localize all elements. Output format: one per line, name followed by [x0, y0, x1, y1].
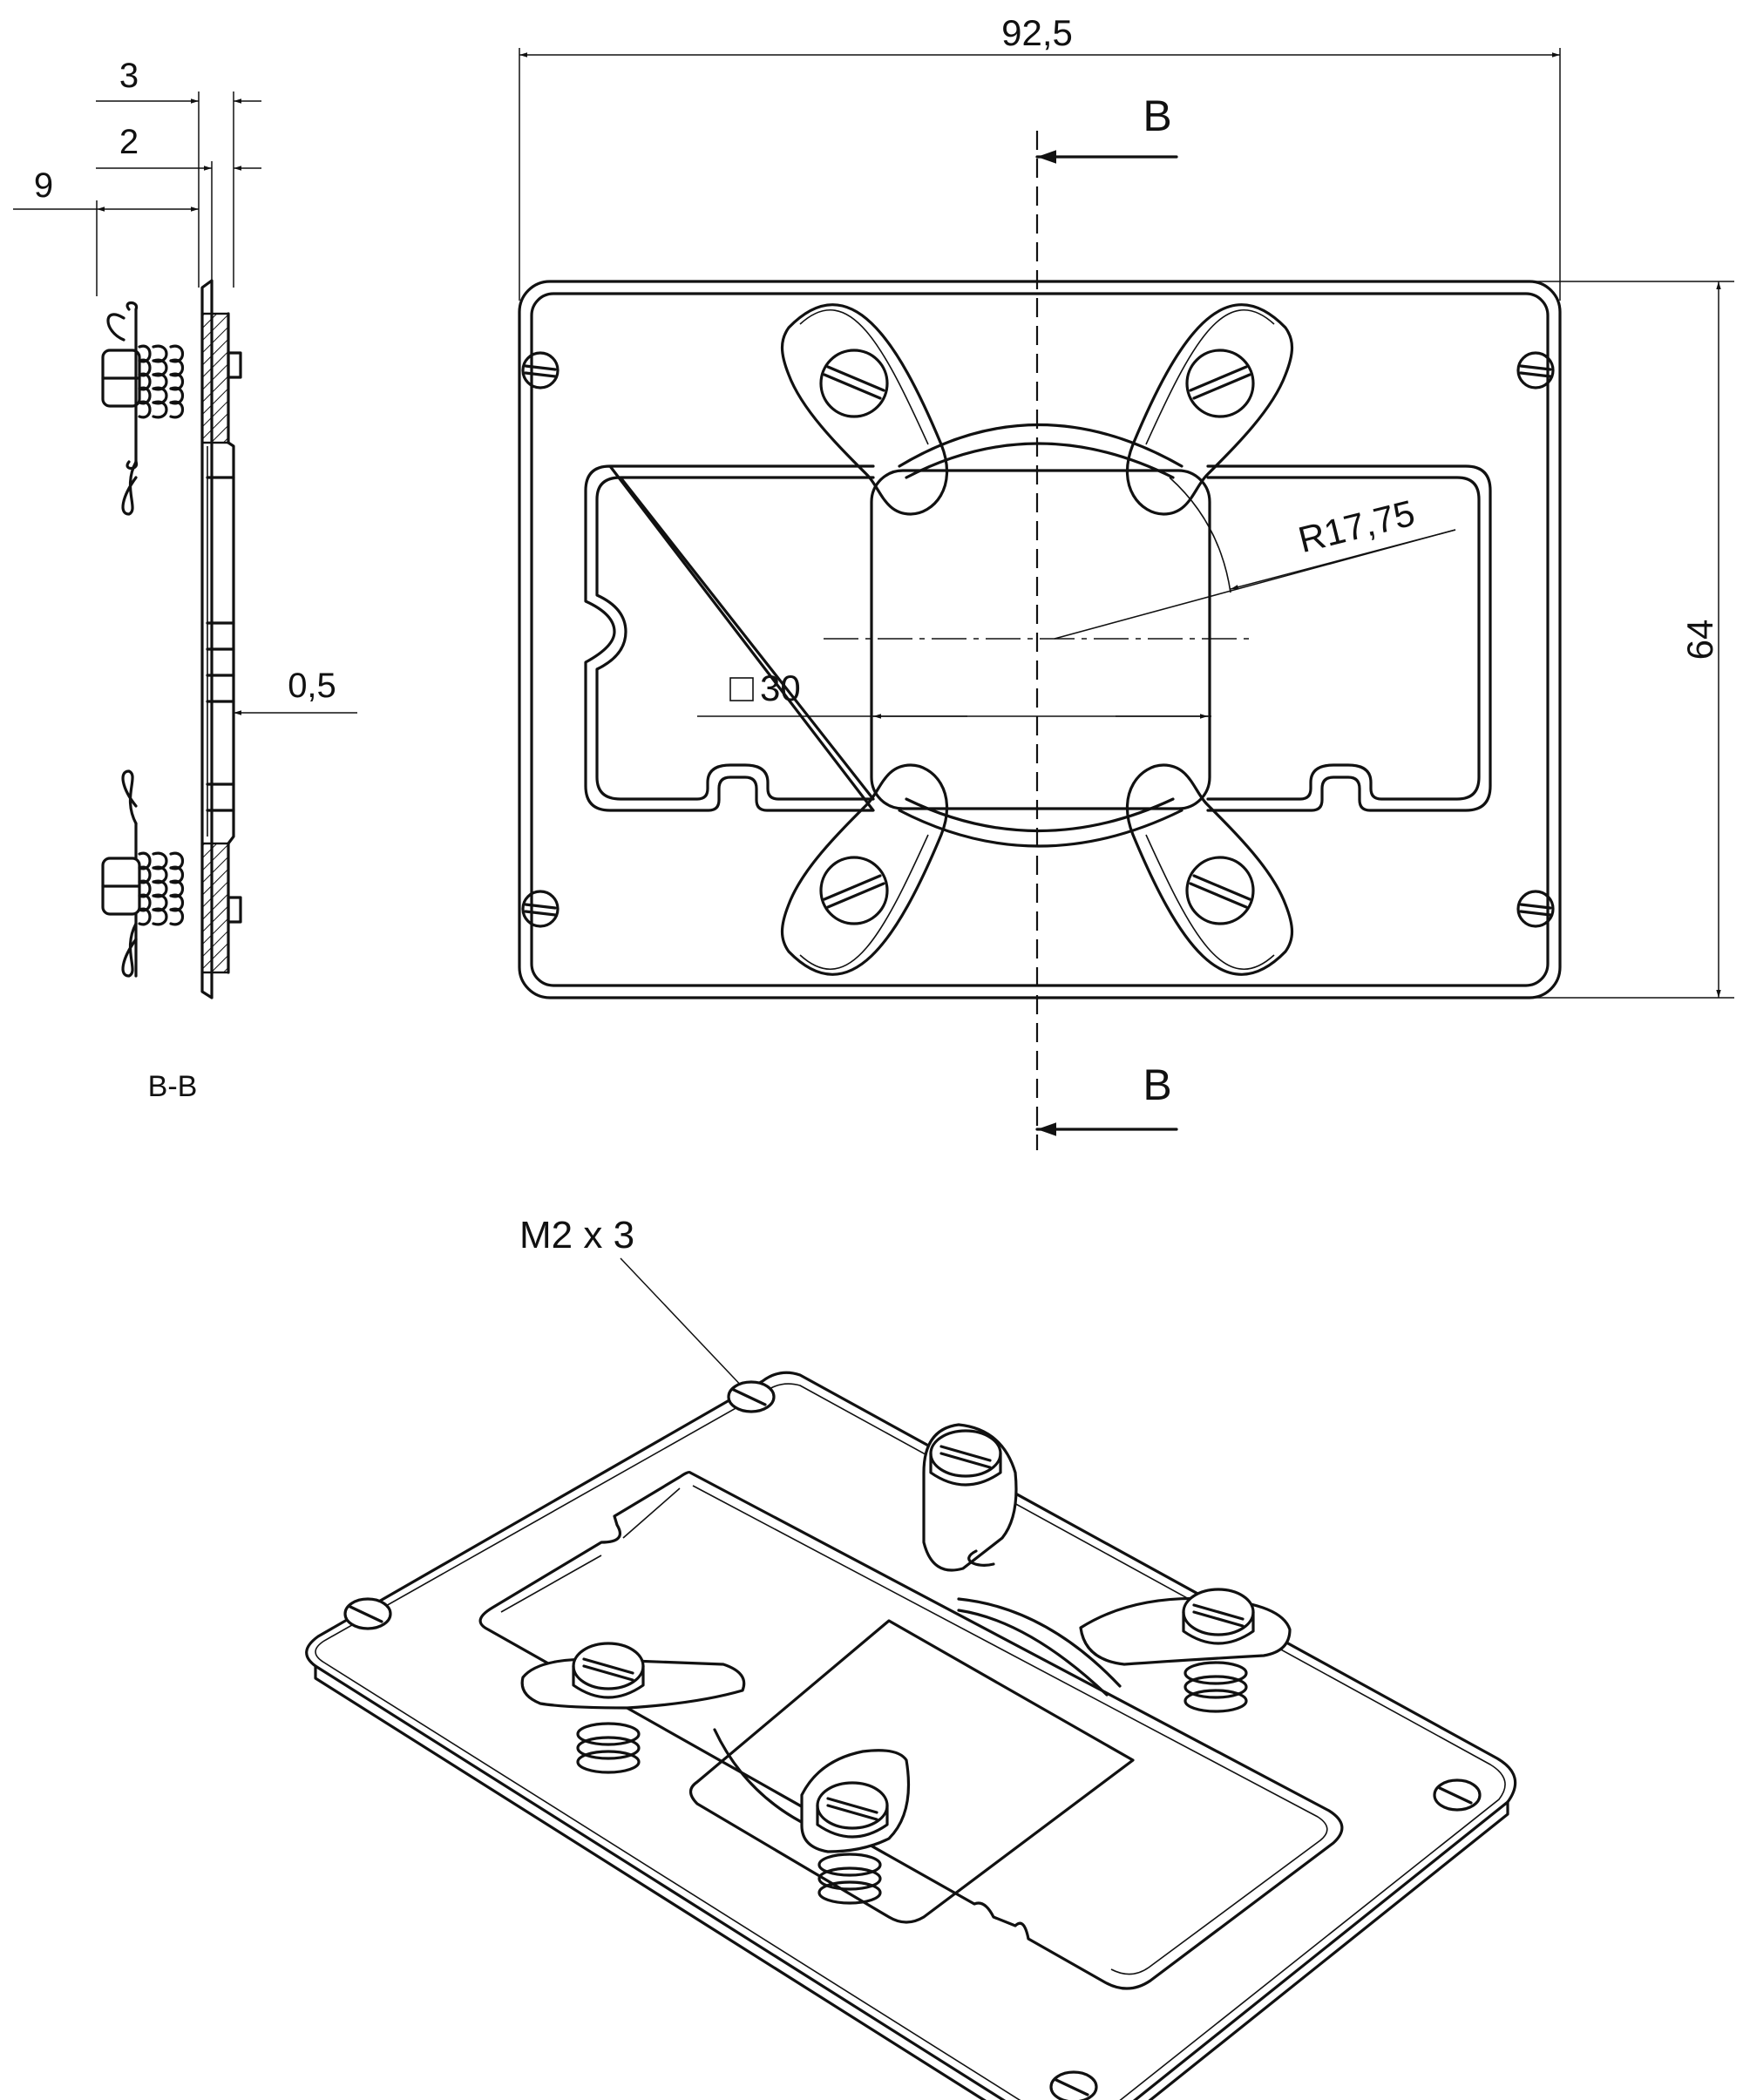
clamp-top-right [1125, 303, 1294, 516]
dim-side-0-5: 0,5 [288, 667, 336, 705]
dim-square: 30 [760, 667, 801, 708]
section-label: B-B [148, 1070, 198, 1103]
clamp-bottom-right [1125, 763, 1294, 976]
corner-screw-bottom-right [1516, 890, 1555, 928]
callout-screw: M2 x 3 [519, 1214, 634, 1257]
dim-side-3: 3 [119, 57, 139, 95]
section-mark-top-label: B [1143, 91, 1171, 140]
section-mark-top: B [1035, 91, 1178, 164]
dim-radius: R17,75 [1294, 492, 1419, 560]
iso-clamp-right [1079, 1588, 1292, 1713]
isometric-view: M2 x 3 [305, 1214, 1517, 2100]
dim-side-2: 2 [119, 123, 139, 161]
section-mark-bottom-label: B [1143, 1060, 1171, 1109]
corner-screw-bottom-left [521, 890, 560, 928]
corner-screw-top-right [1516, 351, 1555, 390]
iso-clamp-left [520, 1642, 746, 1774]
iso-clamp-bottom [800, 1749, 911, 1905]
iso-screw-top [727, 1380, 776, 1413]
side-screw-upper [101, 301, 184, 516]
iso-screw-bottom [1049, 2070, 1098, 2100]
iso-clamp-top [922, 1423, 1018, 1572]
dim-width: 92,5 [1001, 12, 1073, 53]
corner-screw-top-left [521, 351, 560, 390]
clamp-bottom-left [780, 763, 949, 976]
clamp-top-left [780, 303, 949, 516]
front-view: 92,5 64 [518, 12, 1734, 1150]
iso-screw-right [1433, 1778, 1482, 1812]
iso-screw-left [343, 1597, 392, 1630]
dim-side-9: 9 [34, 166, 53, 205]
section-mark-bottom: B [1035, 1060, 1178, 1136]
square-symbol [729, 677, 754, 701]
section-view-b-b: 3 2 9 [13, 57, 357, 1103]
dim-height: 64 [1679, 620, 1720, 660]
side-screw-lower [101, 769, 184, 978]
